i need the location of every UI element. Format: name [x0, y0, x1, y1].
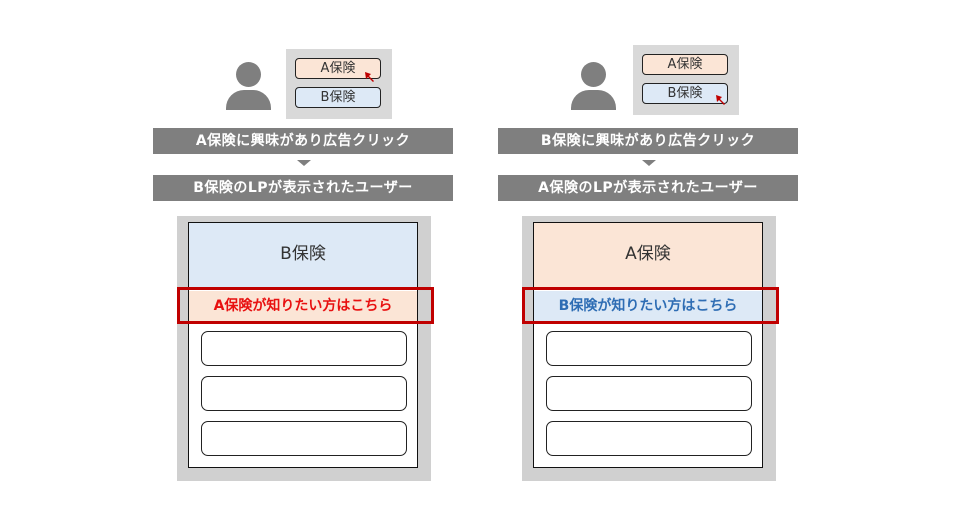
ad-button-a[interactable]: A保険	[295, 58, 381, 79]
lp-content-card	[201, 331, 407, 366]
scenario-b-click-a-lp: A保険 B保険 B保険に興味があり広告クリック A保険のLPが表示されたユーザー…	[495, 0, 805, 526]
landing-page-mock: A保険 B保険が知りたい方はこちら	[533, 222, 763, 468]
highlight-box	[522, 287, 779, 324]
lp-content-card	[546, 376, 752, 411]
lp-content-card	[201, 421, 407, 456]
down-arrow-icon	[642, 160, 656, 166]
step1-bar: B保険に興味があり広告クリック	[498, 128, 798, 154]
step2-bar: A保険のLPが表示されたユーザー	[498, 175, 798, 201]
ad-panel: A保険 B保険	[286, 49, 392, 119]
lp-content-card	[546, 331, 752, 366]
lp-switch-link[interactable]: A保険が知りたい方はこちら	[189, 291, 417, 323]
cursor-arrow-icon	[716, 95, 725, 105]
lp-hero: B保険	[189, 223, 417, 288]
user-icon	[223, 60, 273, 112]
user-icon	[568, 60, 618, 112]
lp-content-card	[201, 376, 407, 411]
step1-bar: A保険に興味があり広告クリック	[153, 128, 453, 154]
ad-panel: A保険 B保険	[633, 45, 739, 115]
ad-button-b[interactable]: B保険	[295, 87, 381, 108]
user-head	[581, 62, 606, 87]
highlight-box	[177, 287, 434, 324]
scenario-a-click-b-lp: A保険 B保険 A保険に興味があり広告クリック B保険のLPが表示されたユーザー…	[150, 0, 460, 526]
lp-content-card	[546, 421, 752, 456]
lp-hero: A保険	[534, 223, 762, 288]
user-body	[226, 90, 271, 110]
ad-button-b[interactable]: B保険	[642, 83, 728, 104]
cursor-arrow-icon	[365, 72, 374, 82]
landing-page-mock: B保険 A保険が知りたい方はこちら	[188, 222, 418, 468]
user-head	[236, 62, 261, 87]
ad-button-a[interactable]: A保険	[642, 54, 728, 75]
down-arrow-icon	[297, 160, 311, 166]
user-body	[571, 90, 616, 110]
step2-bar: B保険のLPが表示されたユーザー	[153, 175, 453, 201]
lp-switch-link[interactable]: B保険が知りたい方はこちら	[534, 291, 762, 323]
